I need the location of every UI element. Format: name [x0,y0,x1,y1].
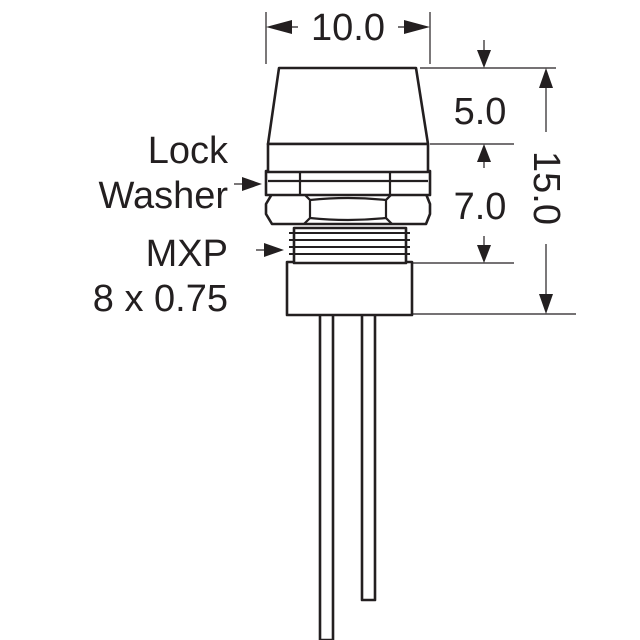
callout-thread: MXP 8 x 0.75 [93,233,284,320]
arrow-left-icon [266,20,292,34]
leads [318,311,377,640]
hex-nut-body [264,192,432,226]
hex-nut [264,192,432,226]
hex-nut-flat [303,193,393,225]
vertical-extension-lines [412,67,576,315]
lead-right [360,311,377,602]
callout-lock-washer: Lock Washer [98,130,262,217]
arrow-up-icon [539,68,553,88]
arrow-down-icon [477,245,491,263]
lead-left [318,311,335,640]
arrow-right-icon [404,20,430,34]
thread [289,226,410,265]
arrow-down-icon [539,294,553,314]
dimension-body-height: 7.0 [454,144,507,263]
lock-washer [264,169,432,197]
dimension-cap-height: 5.0 [454,40,507,133]
arrow-down-icon [477,50,491,68]
thread-label-line2: 8 x 0.75 [93,278,228,320]
arrow-up-icon [477,144,491,162]
dimension-total-height-value: 15.0 [525,151,567,225]
arrow-right-icon [264,243,284,257]
base-body [285,260,414,317]
cap [266,66,430,174]
dimension-width: 10.0 [265,7,431,64]
cap-top [266,66,430,146]
dimension-body-height-value: 7.0 [454,186,507,228]
lock-washer-body [264,169,432,197]
lock-washer-label-line1: Lock [148,130,229,172]
thread-label-line1: MXP [146,233,228,275]
lock-washer-label-line2: Washer [98,175,228,217]
cap-collar [266,142,430,174]
hex-nut-flat [309,196,387,222]
dimension-width-value: 10.0 [311,7,385,49]
arrow-right-icon [242,177,262,191]
dimension-cap-height-value: 5.0 [454,91,507,133]
dimension-total-height: 15.0 [525,68,567,314]
